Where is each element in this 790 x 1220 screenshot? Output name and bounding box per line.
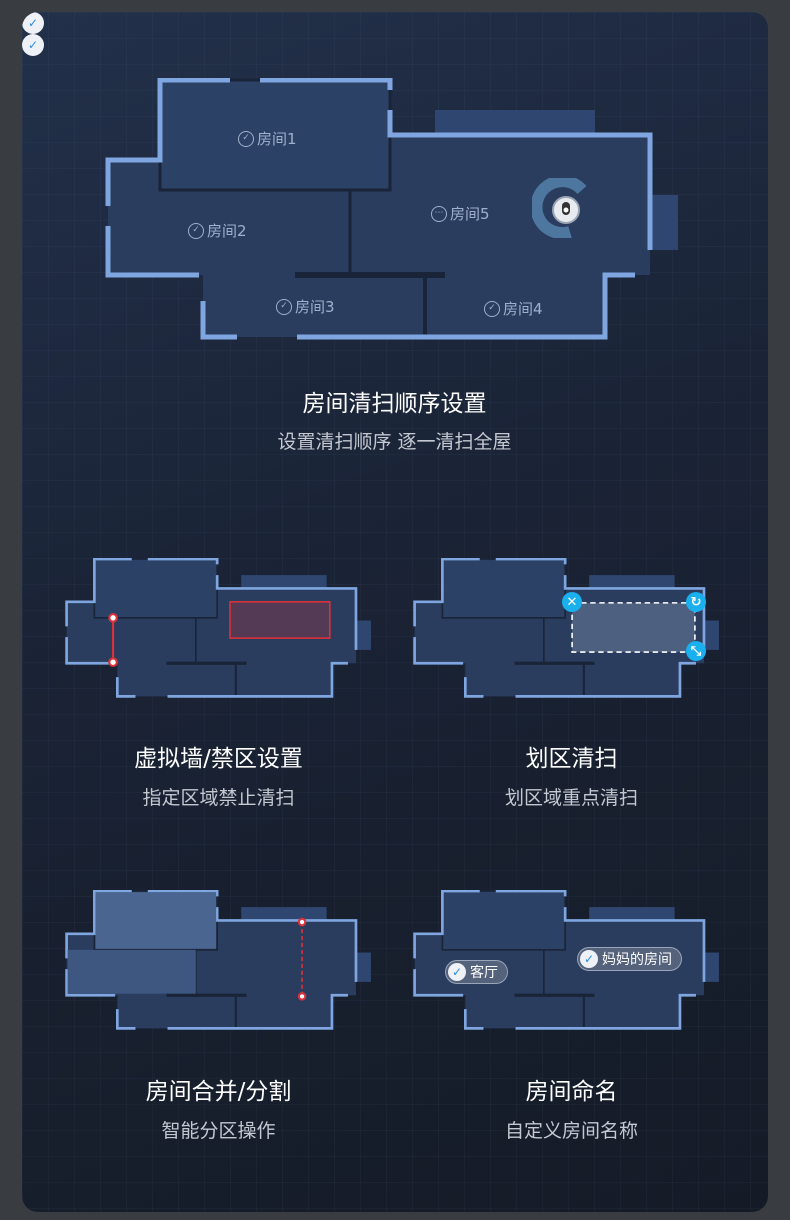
floor-map-virtual-wall [65,558,371,698]
check-circle-icon: ✓ [238,130,254,147]
check-icon[interactable]: ✓ [22,34,44,56]
feature-subtitle: 指定区域禁止清扫 [142,787,295,809]
forbidden-zone [229,601,331,639]
feature-title: 虚拟墙/禁区设置 [134,746,303,772]
room-name: 妈妈的房间 [602,952,672,968]
feature-title: 房间命名 [525,1079,618,1105]
feature-subtitle: 划区域重点清扫 [504,787,638,809]
feature-title: 划区清扫 [525,746,618,772]
room-label-3[interactable]: ✓房间3 [276,296,335,317]
floor-map-zone-clean [413,558,719,698]
floor-map-merge-split [65,890,371,1030]
feature-title: 房间合并/分割 [145,1079,292,1105]
rotate-icon[interactable]: ↻ [686,592,706,612]
resize-icon[interactable]: ⤡ [686,641,706,661]
check-circle-icon: ✓ [188,222,204,239]
feature-card: ✓房间1 ✓房间2 ✓房间3 ✓房间4 ⋯房间5 房间清扫顺序设置 设置清扫顺序… [22,12,768,1212]
room-name: 房间1 [257,130,297,148]
feature-subtitle: 自定义房间名称 [504,1120,638,1142]
check-icon: ✓ [448,963,466,981]
room-name: 房间5 [450,205,490,223]
room-name: 房间2 [207,222,247,240]
more-dots-icon: ⋯ [431,205,447,222]
room-name-tag[interactable]: ✓客厅 [445,960,508,984]
room-label-4[interactable]: ✓房间4 [484,298,543,319]
room-label-2[interactable]: ✓房间2 [188,220,247,241]
main-feature-title: 房间清扫顺序设置 [302,391,487,417]
room-name: 房间4 [503,300,543,318]
floor-map-room-naming [413,890,719,1030]
check-icon[interactable]: ✓ [22,12,44,34]
close-icon[interactable]: ✕ [562,592,582,612]
room-name-tag[interactable]: ✓妈妈的房间 [577,947,682,971]
check-circle-icon: ✓ [276,298,292,315]
room-name: 客厅 [470,965,498,981]
floor-map-main [105,78,678,340]
robot-vacuum-icon [532,178,587,238]
room-label-1[interactable]: ✓房间1 [238,128,297,149]
clean-zone [571,602,696,653]
check-circle-icon: ✓ [484,300,500,317]
check-icon: ✓ [580,950,598,968]
room-name: 房间3 [295,298,335,316]
feature-subtitle: 智能分区操作 [161,1120,276,1142]
room-label-5[interactable]: ⋯房间5 [431,203,490,224]
main-feature-subtitle: 设置清扫顺序 逐一清扫全屋 [277,431,512,453]
